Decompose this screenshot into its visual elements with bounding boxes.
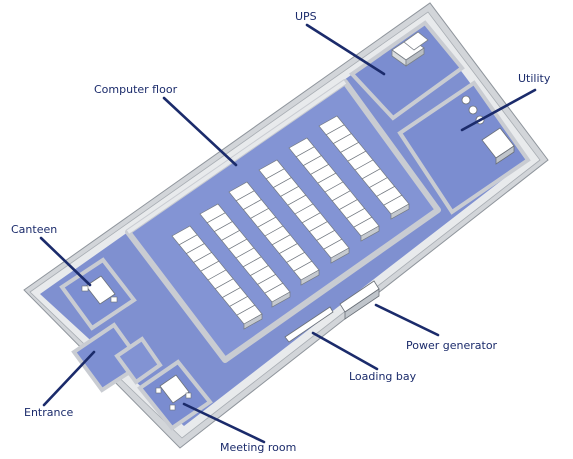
leader-lines: [39, 23, 537, 444]
battery-cabinet-icon: [391, 31, 429, 67]
meeting-table: [155, 374, 192, 411]
leader-line-ups: [305, 23, 386, 76]
utility-room: [397, 80, 531, 215]
rack-row-4: [258, 159, 350, 264]
rack-row-3: [228, 181, 320, 286]
label-entrance: Entrance: [24, 406, 74, 419]
computer-floor-partition-wall: [126, 80, 347, 234]
leader-line-entrance: [42, 350, 96, 407]
rack-row-end-face: [330, 247, 350, 264]
rack-row-5: [288, 137, 380, 242]
canteen-furniture: [81, 275, 118, 305]
leader-line-loading-bay: [311, 331, 379, 371]
label-power-generator: Power generator: [406, 339, 498, 352]
rack-row-end-face: [390, 203, 410, 220]
utility-room-floor: [397, 80, 531, 215]
label-ups: UPS: [295, 10, 317, 23]
rack-row-end-face: [243, 313, 263, 330]
restroom-block: [114, 336, 163, 385]
rack-row-2: [199, 203, 291, 308]
rack-row-6: [318, 115, 410, 220]
label-utility: Utility: [518, 72, 551, 85]
leader-line-computer-floor: [162, 96, 238, 167]
callout-labels: UPS Computer floor Utility Canteen Power…: [11, 10, 551, 454]
loading-bay-door: [284, 306, 334, 343]
label-computer-floor: Computer floor: [94, 83, 178, 96]
leader-line-utility: [460, 88, 537, 132]
server-rack-rows: [171, 115, 410, 330]
rack-row-end-face: [300, 269, 320, 286]
meeting-room: [137, 359, 213, 431]
leader-line-power-generator: [374, 303, 440, 337]
rack-row-1: [171, 225, 263, 330]
entrance-lobby: [71, 322, 163, 393]
label-canteen: Canteen: [11, 223, 57, 236]
canteen-room: [59, 257, 137, 331]
rack-row-end-face: [271, 291, 291, 308]
ups-room: [348, 20, 465, 121]
loading-bay-area: [284, 306, 334, 343]
rack-row-end-face: [360, 225, 380, 242]
ups-room-floor: [348, 20, 465, 121]
leader-line-canteen: [39, 236, 92, 287]
label-meeting-room: Meeting room: [220, 441, 296, 454]
leader-line-meeting-room: [182, 402, 266, 444]
hvac-unit-icon: [461, 95, 515, 165]
generator-icon: [339, 280, 380, 320]
label-loading-bay: Loading bay: [349, 370, 417, 383]
